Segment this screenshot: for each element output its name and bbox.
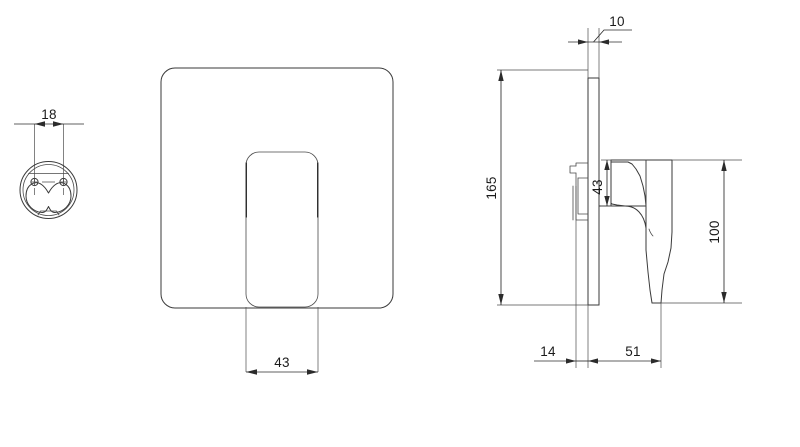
dimension-text-43-front: 43 (274, 355, 289, 370)
valve-housing-lug (569, 165, 577, 174)
arrowhead-100-bottom (721, 292, 727, 303)
lever-handle-lower-profile (645, 159, 673, 304)
arrowhead-14 (566, 358, 576, 364)
arrowhead-43-front-left (246, 369, 257, 375)
dimension-text-43-side: 43 (590, 179, 605, 194)
view-front: 43 (160, 67, 394, 375)
leader-line-10 (593, 29, 632, 43)
arrowhead-43-side-bottom (604, 196, 610, 206)
cartridge-bottom-keyway (37, 210, 60, 216)
cartridge-screw-left (30, 177, 39, 187)
arrowhead-51-right (651, 358, 661, 364)
arrowhead-43-side-top (604, 160, 610, 170)
arrowhead-18-left (34, 121, 45, 127)
dimension-text-100: 100 (707, 220, 722, 243)
valve-housing-inner-cavity (577, 177, 589, 215)
dimension-text-10: 10 (609, 14, 624, 29)
arrowhead-165-top (498, 70, 504, 81)
view-cartridge-top: 18 (14, 107, 84, 219)
arrowhead-10-right (599, 39, 609, 45)
dimension-text-51: 51 (625, 344, 640, 359)
cartridge-screw-right (59, 177, 68, 187)
lever-handle-neck-sweep (598, 205, 647, 251)
arrowhead-43-front-right (307, 369, 318, 375)
arrowhead-10-left (578, 39, 588, 45)
view-side: 10 165 43 100 (484, 14, 742, 368)
lever-handle-relief-notch (648, 228, 654, 237)
cartridge-inner-circle (22, 164, 75, 216)
lever-handle-upper-profile (610, 161, 647, 207)
dimension-text-165: 165 (484, 176, 499, 199)
dimension-text-18: 18 (41, 107, 56, 122)
dimension-text-14: 14 (540, 344, 556, 359)
cartridge-twin-lobe-profile (25, 182, 72, 213)
arrowhead-18-right (53, 121, 64, 127)
cartridge-outer-circle (19, 161, 78, 219)
valve-housing-top-step (575, 162, 589, 167)
arrowhead-51-left (588, 358, 598, 364)
escutcheon-plate-outline (160, 67, 394, 309)
lever-handle-outline (245, 151, 319, 308)
arrowhead-100-top (721, 160, 727, 171)
arrowhead-165-bottom (498, 294, 504, 305)
